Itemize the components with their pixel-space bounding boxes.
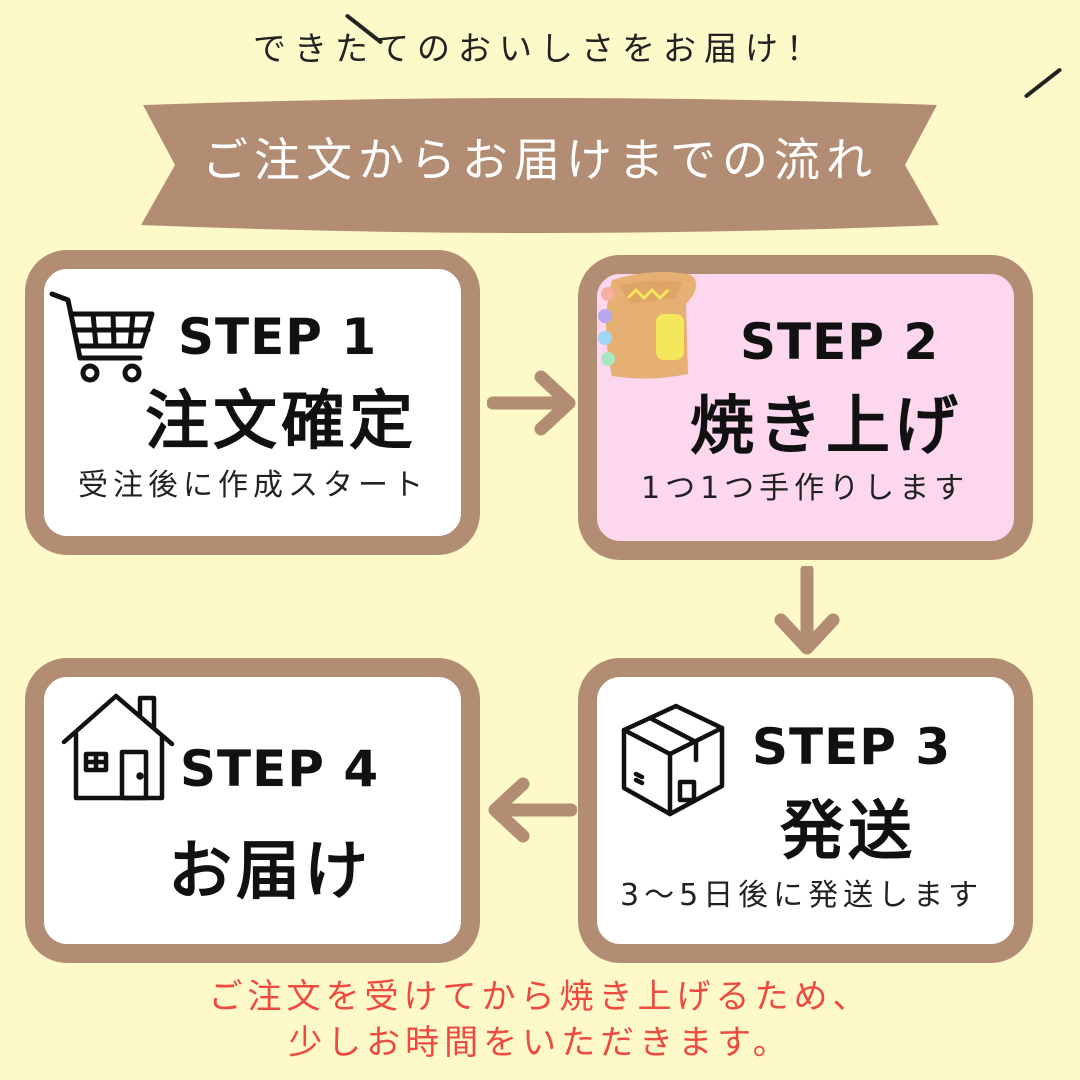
step-1-name: 注文確定: [145, 385, 417, 459]
page-title: ご注文からお届けまでの流れ: [202, 133, 878, 187]
step-4-label: STEP 4: [180, 740, 380, 798]
step-3-desc: 3〜5日後に発送します: [620, 878, 984, 913]
box-icon: [618, 700, 728, 822]
banner-ribbon-shape: [141, 98, 939, 233]
decor-slash-right: [1023, 67, 1063, 99]
step-2-name: 焼き上げ: [690, 390, 962, 464]
note-line-2: 少しお時間をいただきます。: [288, 1023, 792, 1063]
step-3-card: [578, 658, 1033, 963]
note-line-1: ご注文を受けてから焼き上げるため、: [208, 977, 872, 1017]
shopping-cart-icon: [48, 288, 158, 392]
house-icon: [60, 690, 178, 809]
step-4-name: お届け: [168, 835, 372, 909]
tagline: できたてのおいしさをお届け！: [253, 29, 827, 68]
title-banner: ご注文からお届けまでの流れ: [135, 95, 945, 235]
cookie-icon: [590, 264, 705, 388]
step-3-label: STEP 3: [752, 718, 952, 776]
arrow-left-icon: [487, 775, 578, 849]
step-1-card: [25, 250, 480, 555]
arrow-right-icon: [486, 368, 577, 442]
step-3-name: 発送: [780, 795, 916, 869]
step-1-desc: 受注後に作成スタート: [78, 468, 428, 503]
arrow-down-icon: [772, 563, 842, 660]
step-1-label: STEP 1: [178, 308, 378, 366]
step-2-label: STEP 2: [740, 313, 940, 371]
step-2-desc: 1つ1つ手作りします: [641, 471, 970, 506]
